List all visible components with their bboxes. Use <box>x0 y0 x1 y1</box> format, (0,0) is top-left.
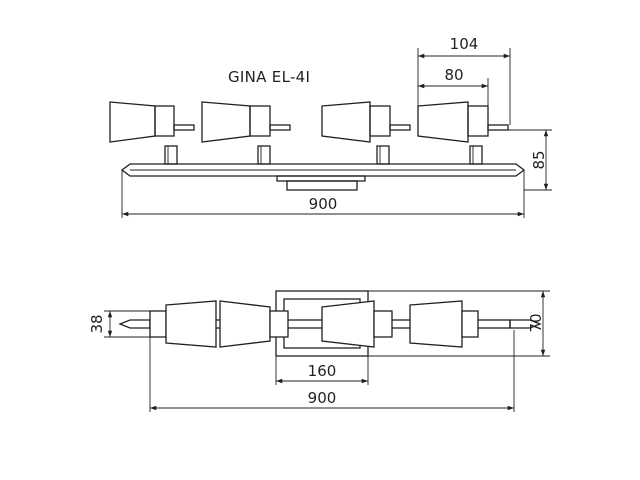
spot-head-1 <box>109 101 195 165</box>
dimension-label-70: 70 <box>527 313 545 332</box>
product-title: GINA EL-4I <box>228 68 310 86</box>
side-view: GINA EL-4I <box>109 35 552 218</box>
dimension-label-900-side: 900 <box>309 195 338 213</box>
dimension-head-inner: 80 <box>418 66 489 106</box>
dimension-base-length: 160 <box>275 356 369 385</box>
dimension-height: 85 <box>508 129 552 191</box>
top-spot-3 <box>321 300 393 348</box>
dimension-label-160: 160 <box>308 362 337 380</box>
spot-head-2 <box>201 101 291 165</box>
dimension-length-top: 900 <box>149 330 515 412</box>
spot-head-3 <box>321 101 411 165</box>
dimension-label-104: 104 <box>450 35 479 53</box>
dimension-label-900-top: 900 <box>308 389 337 407</box>
top-spot-1 <box>149 300 217 348</box>
mounting-bar <box>120 163 526 177</box>
canopy-box <box>276 175 366 191</box>
top-view: 38 70 160 900 <box>88 290 550 412</box>
spot-head-4 <box>417 101 509 165</box>
dimension-base-width: 70 <box>368 290 550 357</box>
top-spot-2 <box>219 300 289 348</box>
dimension-label-85: 85 <box>530 150 548 169</box>
dimension-head-outer: 104 <box>417 35 511 130</box>
dimension-rod-diameter: 38 <box>88 310 150 338</box>
dimension-length-side: 900 <box>121 170 525 218</box>
dimension-label-38: 38 <box>88 314 106 333</box>
dimension-label-80: 80 <box>444 66 463 84</box>
top-spot-4 <box>409 300 479 348</box>
